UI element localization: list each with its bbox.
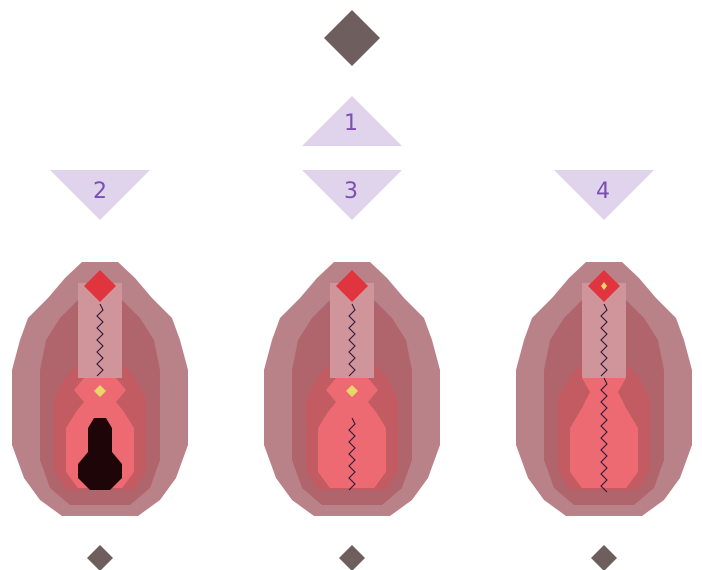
- step-1-number: 1: [344, 111, 358, 136]
- figure-step-3: [264, 262, 440, 516]
- step-2-marker: 2: [50, 170, 150, 220]
- figure-step-4: [516, 262, 692, 516]
- bottom-diamond-marker-3: [591, 545, 617, 570]
- figure-step-2: [12, 262, 188, 516]
- step-4-number: 4: [596, 179, 610, 204]
- bottom-diamond-marker-2: [339, 545, 365, 570]
- step-3-number: 3: [344, 179, 358, 204]
- step-1-marker: 1: [302, 96, 402, 146]
- top-diamond-marker: [324, 10, 380, 66]
- step-4-marker: 4: [554, 170, 654, 220]
- step-2-number: 2: [93, 179, 107, 204]
- bottom-diamond-marker-1: [87, 545, 113, 570]
- step-3-marker: 3: [302, 170, 402, 220]
